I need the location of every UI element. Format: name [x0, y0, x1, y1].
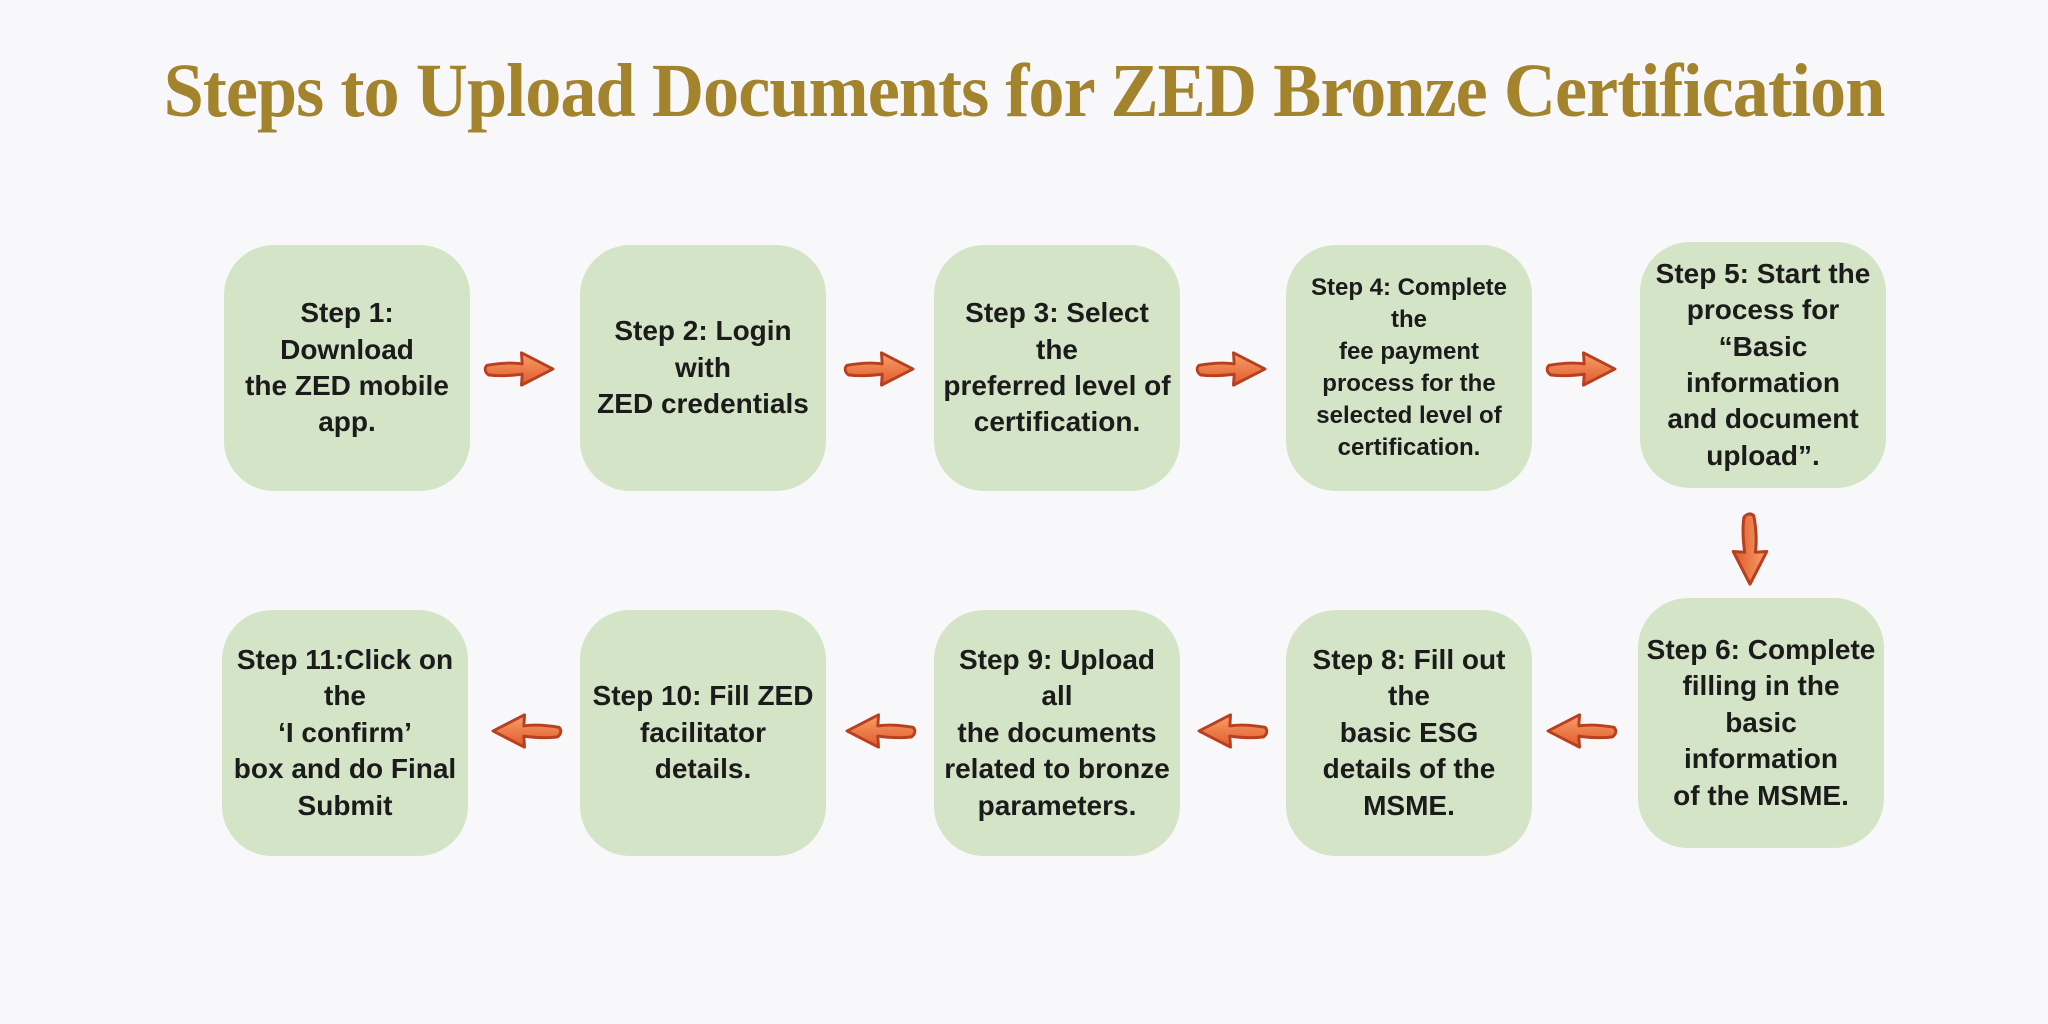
- step-box-5: Step 5: Start the process for “Basic inf…: [1640, 242, 1886, 488]
- step-box-3: Step 3: Select the preferred level of ce…: [934, 245, 1180, 491]
- arrow-down-icon: [1726, 512, 1774, 588]
- page-title: Steps to Upload Documents for ZED Bronze…: [163, 49, 1886, 133]
- arrow-left-icon: [1195, 709, 1269, 753]
- step-box-8: Step 8: Fill out the basic ESG details o…: [1286, 610, 1532, 856]
- arrow-right-icon: [1195, 347, 1269, 391]
- arrow-right-icon: [1545, 347, 1619, 391]
- step-5-text: Step 5: Start the process for “Basic inf…: [1655, 257, 1871, 471]
- arrow-left-icon: [489, 709, 563, 753]
- arrow-right-icon: [483, 347, 557, 391]
- step-8-text: Step 8: Fill out the basic ESG details o…: [1312, 644, 1506, 821]
- arrow-right-icon: [843, 347, 917, 391]
- step-box-6: Step 6: Complete filling in the basic in…: [1638, 598, 1884, 848]
- step-box-11: Step 11:Click on the ‘I confirm’ box and…: [222, 610, 468, 856]
- step-box-4: Step 4: Complete the fee payment process…: [1286, 245, 1532, 491]
- step-1-text: Step 1: Download the ZED mobile app.: [245, 297, 449, 438]
- step-10-text: Step 10: Fill ZED facilitator details.: [592, 680, 814, 785]
- step-box-9: Step 9: Upload all the documents related…: [934, 610, 1180, 856]
- step-6-text: Step 6: Complete filling in the basic in…: [1646, 634, 1876, 811]
- step-2-text: Step 2: Login with ZED credentials: [597, 315, 809, 420]
- step-11-text: Step 11:Click on the ‘I confirm’ box and…: [233, 644, 457, 821]
- step-box-1: Step 1: Download the ZED mobile app.: [224, 245, 470, 491]
- arrow-left-icon: [1544, 709, 1618, 753]
- arrow-left-icon: [843, 709, 917, 753]
- step-3-text: Step 3: Select the preferred level of ce…: [943, 297, 1171, 438]
- step-box-10: Step 10: Fill ZED facilitator details.: [580, 610, 826, 856]
- step-9-text: Step 9: Upload all the documents related…: [944, 644, 1170, 821]
- step-4-text: Step 4: Complete the fee payment process…: [1310, 274, 1508, 461]
- step-box-2: Step 2: Login with ZED credentials: [580, 245, 826, 491]
